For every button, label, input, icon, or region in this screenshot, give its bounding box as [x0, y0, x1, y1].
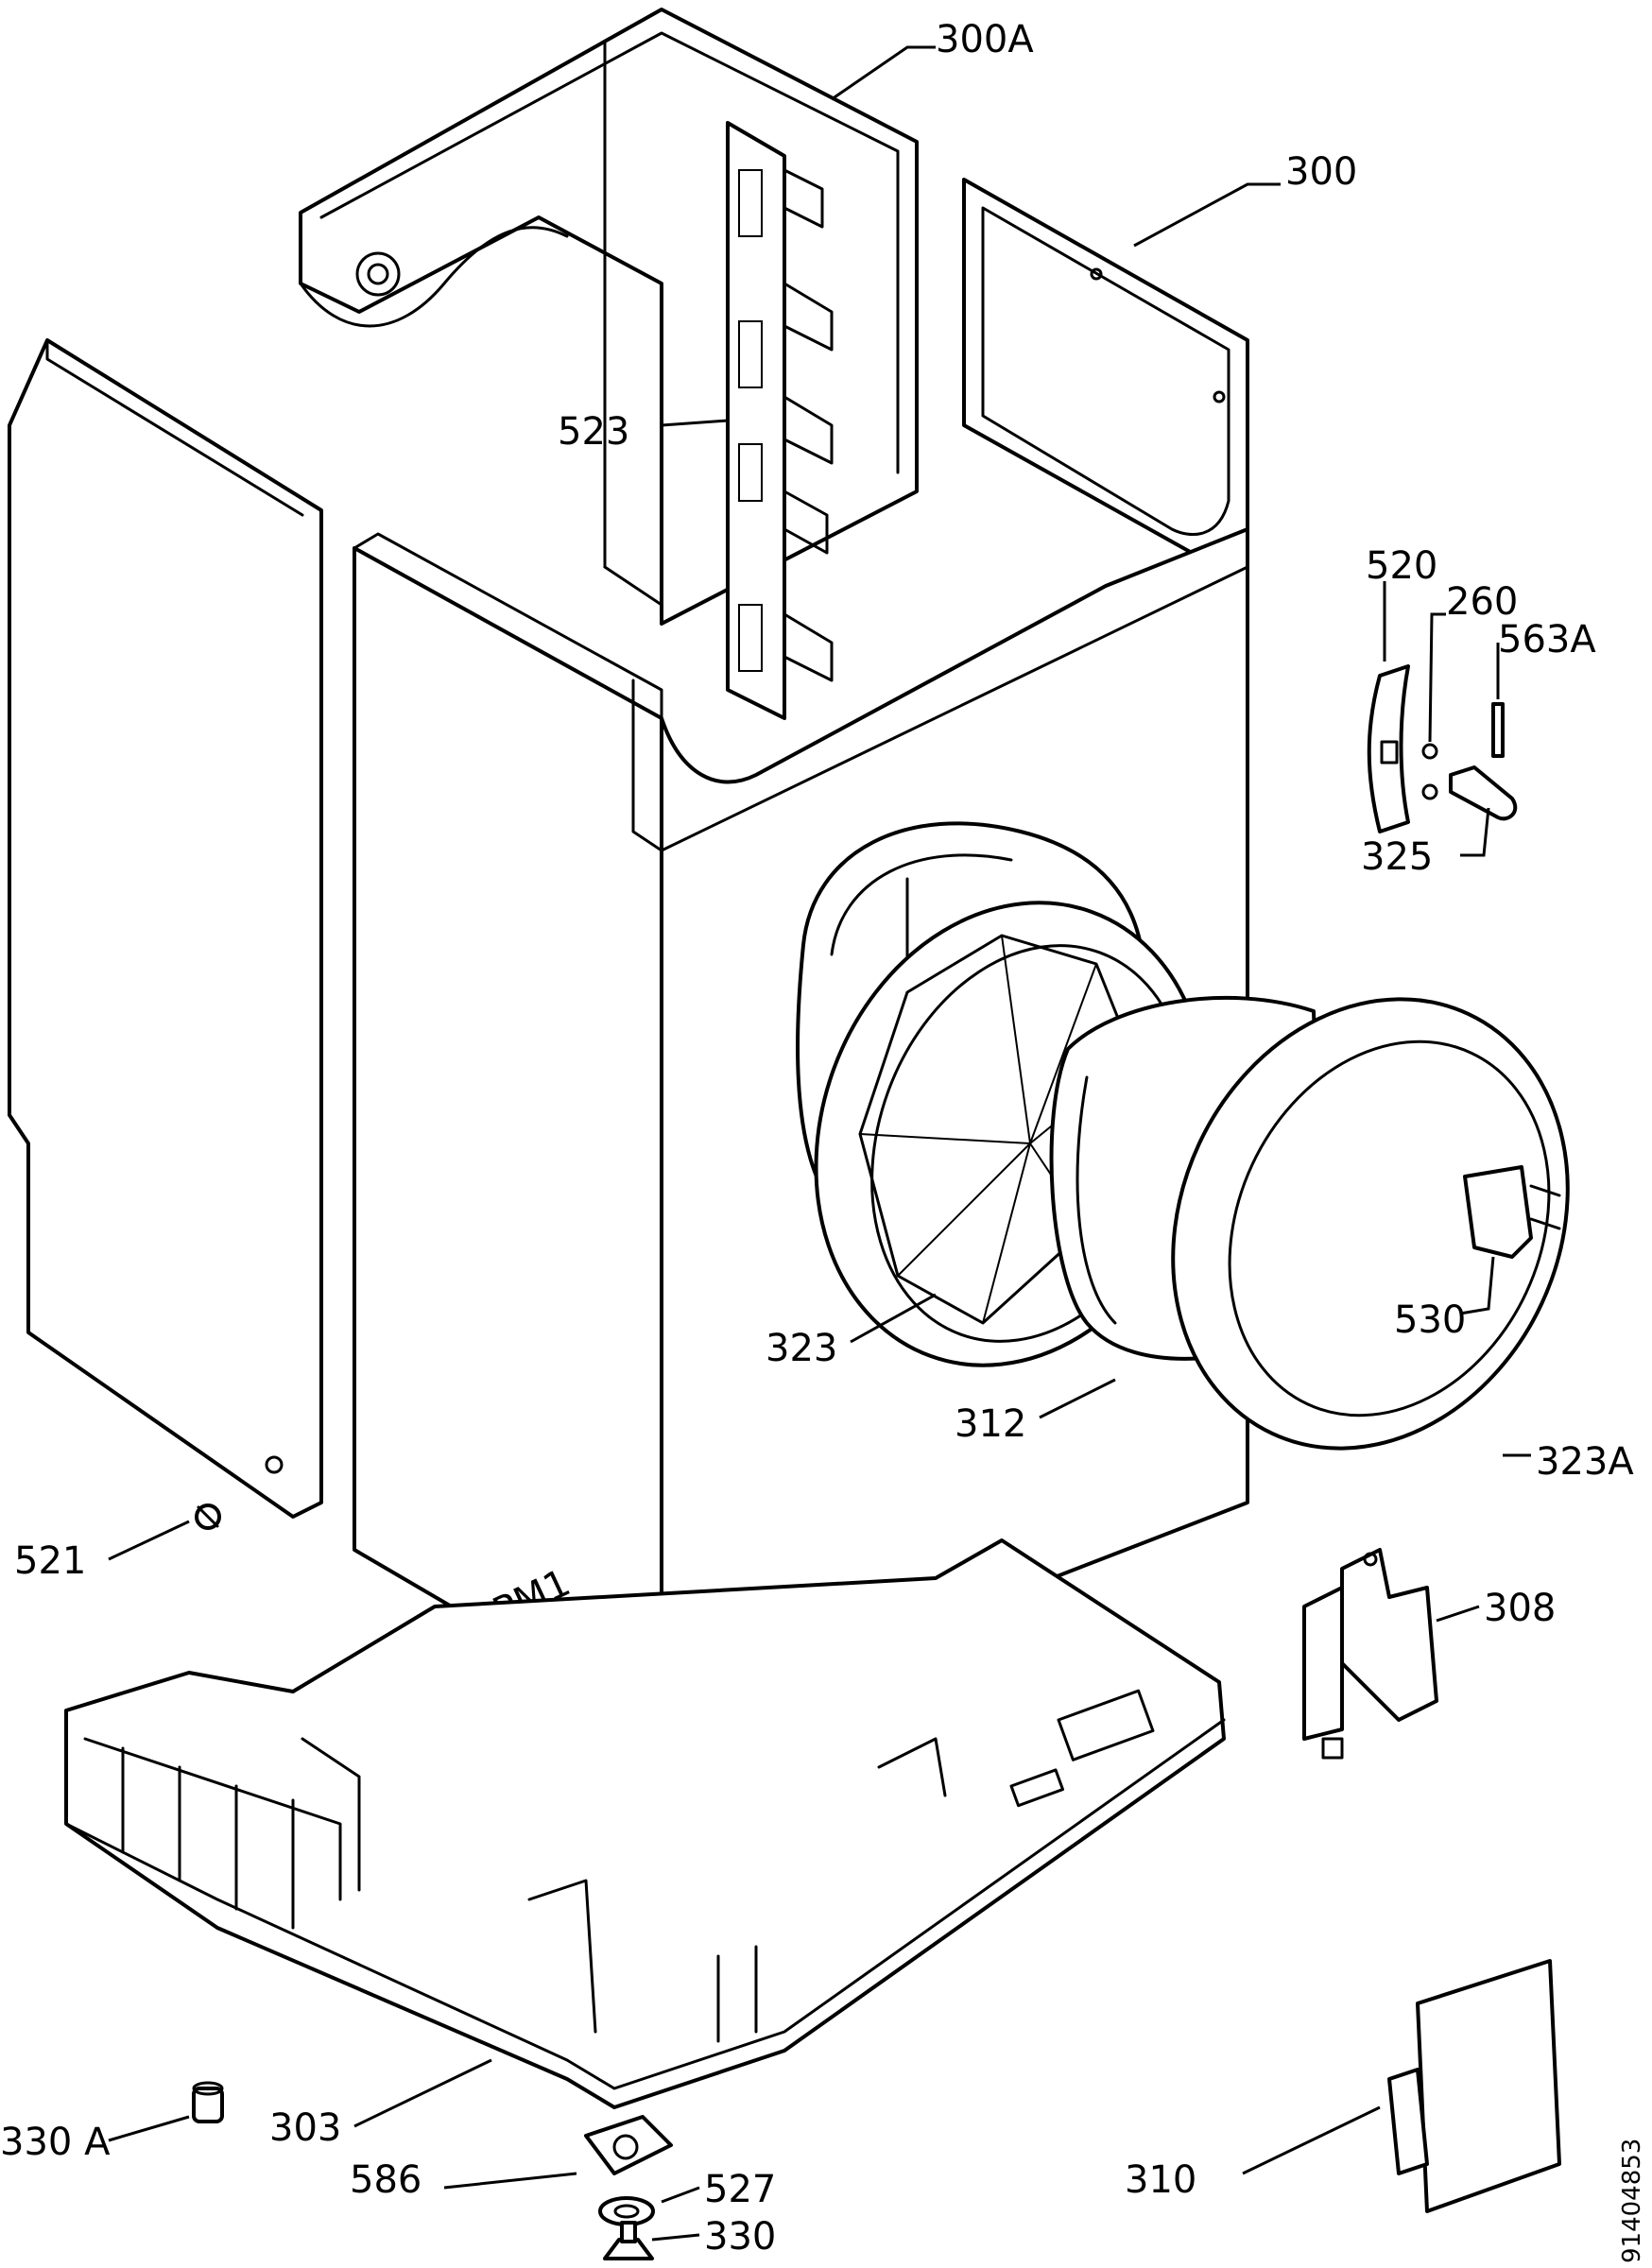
callout-300: 300 [1285, 150, 1357, 194]
callout-310: 310 [1125, 2158, 1196, 2202]
callout-520: 520 [1366, 544, 1437, 588]
left-side-panel [8, 338, 323, 1519]
lever-325 [1449, 765, 1518, 821]
screw-521 [195, 1503, 221, 1530]
callout-527: 527 [704, 2168, 776, 2211]
callout-260: 260 [1446, 580, 1518, 624]
callout-586: 586 [350, 2158, 422, 2202]
foot-330A [192, 2081, 224, 2123]
callout-330: 330 [704, 2215, 776, 2259]
rear-frame-300A [299, 8, 919, 626]
rail-bracket-523 [726, 121, 834, 720]
hinge-308 [1302, 1548, 1438, 1760]
callout-323A: 323A [1536, 1440, 1634, 1484]
rear-frame-300 [962, 178, 1249, 559]
callout-312: 312 [955, 1402, 1026, 1446]
base-frame-303 [64, 1538, 1226, 2175]
callout-530: 530 [1394, 1298, 1466, 1342]
nut-527 [598, 2196, 655, 2226]
callout-330A: 330 A [0, 2121, 111, 2164]
callout-300A: 300A [936, 18, 1034, 61]
callout-323: 323 [766, 1327, 837, 1370]
callout-308: 308 [1484, 1587, 1556, 1630]
door-lock-parts [1367, 664, 1518, 833]
foot-330 [603, 2221, 654, 2260]
leader-lines [108, 45, 1531, 2242]
kickplate-310 [1387, 1959, 1561, 2213]
callout-521: 521 [14, 1539, 86, 1583]
document-number: 91404853 [1618, 2139, 1646, 2263]
callout-523: 523 [558, 410, 629, 454]
screw-260 [1421, 743, 1438, 760]
door-323A [1171, 997, 1570, 1451]
callout-303: 303 [269, 2106, 341, 2150]
callout-325: 325 [1361, 835, 1433, 879]
pin-563A [1491, 702, 1505, 758]
callout-labels: 300A 300 523 520 260 563A 325 530 323 31… [0, 18, 1634, 2259]
callout-563A: 563A [1498, 618, 1596, 662]
lock-plate-520 [1367, 664, 1410, 833]
